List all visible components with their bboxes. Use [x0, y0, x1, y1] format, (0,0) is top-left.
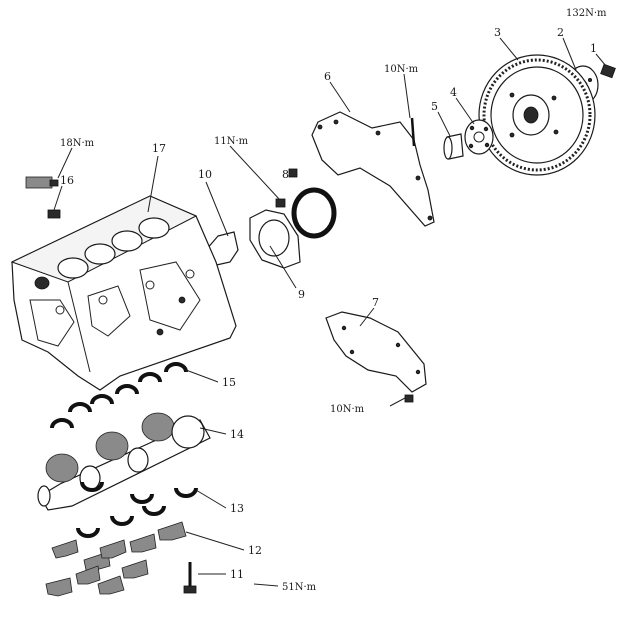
callout-8: 8 [282, 168, 289, 181]
callout-15: 15 [222, 376, 236, 389]
callout-13: 13 [230, 502, 244, 515]
sensor-bolt [47, 209, 61, 219]
callout-14: 14 [230, 428, 244, 441]
torque-plate-bolt: 10N·m [384, 64, 419, 75]
torque-seal-retainer-bolt: 11N·m [214, 136, 249, 147]
cover-bolt [404, 394, 414, 403]
callout-16: 16 [60, 174, 74, 187]
callout-12: 12 [248, 544, 262, 557]
callout-3: 3 [494, 26, 501, 39]
callout-9: 9 [298, 288, 305, 301]
leader-lines [53, 37, 607, 587]
flywheel [478, 54, 596, 176]
main-cap-bolt [183, 562, 197, 594]
callout-17: 17 [152, 142, 166, 155]
torque-cover-bolt: 10N·m [330, 404, 365, 415]
lower-main-bearings [76, 481, 198, 538]
pilot-bushing [443, 133, 464, 160]
callout-4: 4 [450, 86, 457, 99]
knock-sensor [25, 176, 59, 189]
oil-seal-retainer [249, 209, 301, 269]
upper-main-bearings [50, 362, 188, 429]
callout-1: 1 [590, 42, 597, 55]
callout-6: 6 [324, 70, 331, 83]
rear-cover [325, 311, 427, 393]
cylinder-block [10, 195, 237, 391]
seal-retainer-bolt [275, 198, 286, 208]
callout-7: 7 [372, 296, 379, 309]
callout-2: 2 [557, 26, 564, 39]
plate-bolt [410, 117, 416, 147]
flywheel-bolt [600, 63, 616, 79]
callout-10: 10 [198, 168, 212, 181]
callout-8-marker [288, 168, 298, 178]
callout-5: 5 [431, 100, 438, 113]
flywheel-spacer [464, 119, 494, 155]
torque-sensor-bolt: 18N·m [60, 138, 95, 149]
rear-engine-plate [311, 111, 435, 227]
rear-oil-seal [291, 187, 337, 239]
main-bearing-caps [45, 521, 187, 597]
callout-11: 11 [230, 568, 244, 581]
torque-main-cap-bolt: 51N·m [282, 582, 317, 593]
torque-flywheel-bolt: 132N·m [566, 8, 607, 19]
